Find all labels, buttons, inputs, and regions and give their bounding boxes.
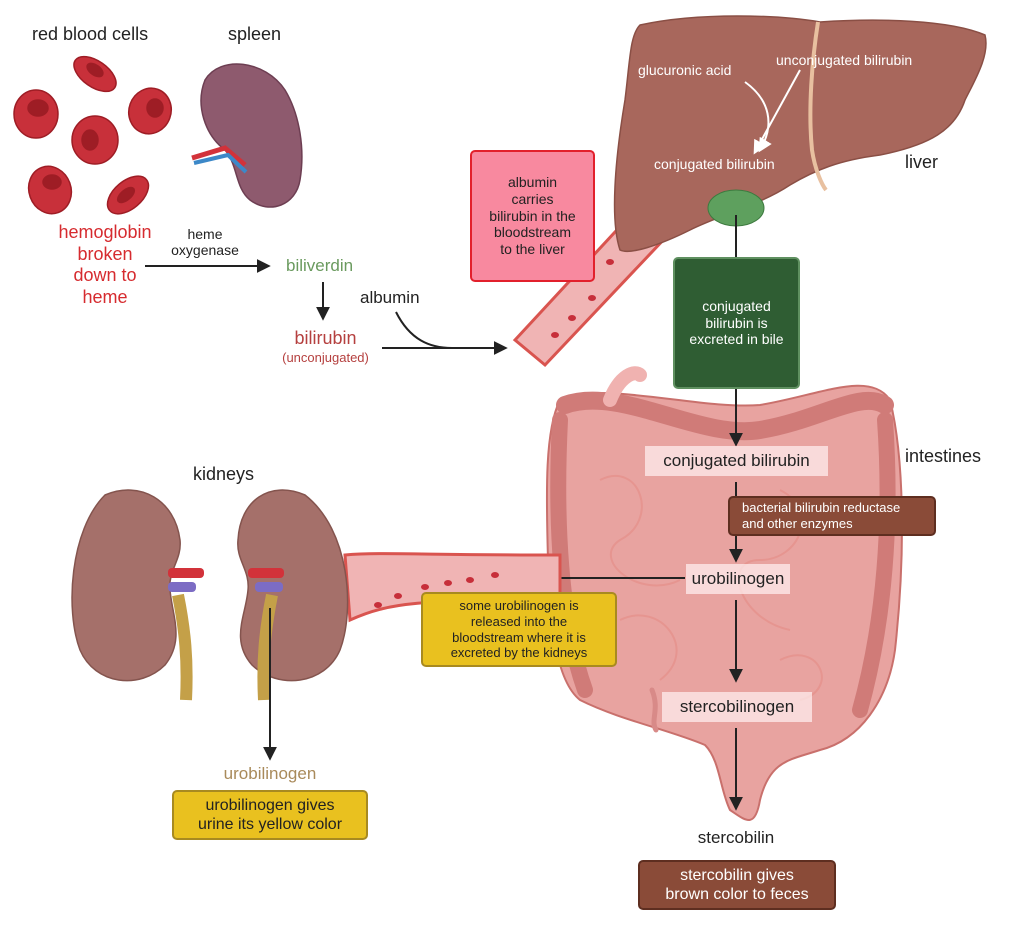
liver-label: liver bbox=[905, 152, 939, 172]
biliverdin-label: biliverdin bbox=[286, 256, 354, 275]
unconjugated-bilirubin-label: unconjugated bilirubin bbox=[776, 52, 913, 68]
red-blood-cells-illustration bbox=[13, 55, 172, 215]
kidneys-label: kidneys bbox=[193, 464, 255, 484]
rbc-cell-icon bbox=[128, 87, 172, 135]
reabsorption-box: some urobilinogen is released into the b… bbox=[421, 592, 617, 667]
bilirubin-note: (unconjugated) bbox=[282, 350, 369, 365]
urine-color-box: urobilinogen gives urine its yellow colo… bbox=[172, 790, 368, 840]
bilirubin-label: bilirubin bbox=[294, 328, 357, 348]
reductase-box: bacterial bilirubin reductase and other … bbox=[728, 496, 936, 536]
rbc-cell-icon bbox=[27, 165, 73, 215]
bile-excretion-box: conjugated bilirubin is excreted in bile bbox=[673, 257, 800, 389]
heme-oxygenase-line: heme bbox=[187, 226, 223, 242]
rbc-cell-icon bbox=[71, 115, 119, 165]
hemoglobin-label: hemoglobin broken down to heme bbox=[30, 222, 180, 308]
urobilinogen-urine-label: urobilinogen bbox=[223, 764, 317, 783]
note-line: albumin bbox=[507, 174, 557, 190]
note-line: excreted by the kidneys bbox=[450, 645, 588, 661]
note-line: bloodstream where it is bbox=[452, 629, 586, 645]
note-line: excreted in bile bbox=[689, 331, 784, 348]
note-line: some urobilinogen is bbox=[459, 598, 579, 614]
conjugated-bilirubin-gut-label: conjugated bilirubin bbox=[645, 446, 828, 476]
feces-color-box: stercobilin gives brown color to feces bbox=[638, 860, 836, 910]
urobilinogen-gut-label: urobilinogen bbox=[686, 564, 790, 594]
note-line: conjugated bbox=[702, 297, 771, 314]
stercobilin-label: stercobilin bbox=[697, 828, 775, 847]
hemoglobin-line: broken bbox=[77, 243, 133, 264]
note-line: carries bbox=[511, 190, 554, 207]
spleen-illustration bbox=[191, 63, 303, 208]
glucuronic-acid-label: glucuronic acid bbox=[638, 62, 732, 78]
right-kidney-illustration bbox=[237, 489, 349, 701]
hemoglobin-line: hemoglobin bbox=[58, 222, 152, 242]
note-line: urine its yellow color bbox=[197, 816, 343, 833]
albumin-note-box: albumin carries bilirubin in the bloodst… bbox=[470, 150, 595, 282]
heme-oxygenase-label: heme oxygenase bbox=[160, 226, 250, 258]
liver-illustration bbox=[613, 15, 987, 252]
rbc-label: red blood cells bbox=[32, 24, 149, 44]
note-line: bacterial bilirubin reductase bbox=[742, 500, 901, 516]
hemoglobin-line: heme bbox=[82, 286, 128, 307]
note-line: urobilinogen gives bbox=[205, 796, 335, 814]
unconjugated-to-conjugated-arrow bbox=[753, 69, 801, 155]
note-line: bilirubin in the bbox=[489, 207, 576, 224]
note-line: bilirubin is bbox=[705, 314, 768, 331]
hemoglobin-line: down to bbox=[73, 265, 137, 286]
stercobilinogen-label: stercobilinogen bbox=[662, 692, 812, 722]
rbc-cell-icon bbox=[13, 89, 59, 139]
rbc-cell-icon bbox=[73, 55, 117, 93]
albumin-label: albumin bbox=[360, 288, 420, 307]
note-line: and other enzymes bbox=[742, 516, 853, 531]
albumin-binding-curve bbox=[395, 311, 453, 349]
intestines-label: intestines bbox=[905, 446, 982, 466]
note-line: released into the bbox=[470, 613, 568, 629]
note-line: bloodstream bbox=[493, 224, 572, 241]
spleen-label: spleen bbox=[228, 24, 282, 44]
left-kidney-illustration bbox=[71, 489, 204, 701]
conjugated-bilirubin-liver-label: conjugated bilirubin bbox=[654, 156, 775, 172]
note-line: brown color to feces bbox=[665, 886, 809, 903]
note-line: to the liver bbox=[500, 241, 565, 258]
note-line: stercobilin gives bbox=[680, 866, 794, 884]
heme-oxygenase-line: oxygenase bbox=[171, 242, 239, 259]
rbc-cell-icon bbox=[106, 175, 150, 215]
